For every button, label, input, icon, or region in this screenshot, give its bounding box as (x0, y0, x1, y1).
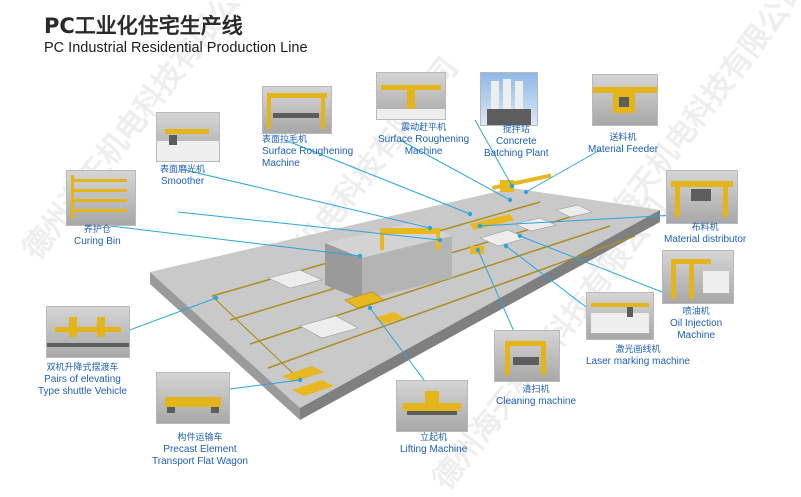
transfer-cart (374, 312, 404, 324)
gantry (380, 228, 440, 234)
curing-bin-building-front (362, 236, 452, 300)
curing-bin-building-left (325, 243, 362, 300)
label-material-distributor: 布料机 Material distributor (664, 223, 747, 245)
cleaning-machine-thumbnail (494, 330, 560, 382)
transport-wagon-thumbnail (156, 372, 230, 424)
pallet (267, 269, 323, 289)
label-material-feeder: 送料机 Material Feeder (588, 133, 659, 155)
material-distributor-thumbnail (666, 170, 738, 224)
production-line-diagram (91, 119, 676, 420)
pallet (299, 315, 359, 339)
smoother-thumbnail (156, 112, 220, 162)
label-vibration-leveler: 震动赶平机 Surface Roughening Machine (378, 123, 470, 157)
surface-roughening-thumbnail (262, 86, 332, 134)
label-lifting-machine: 立起机 Lifting Machine (400, 433, 468, 455)
shuttle-vehicle (292, 380, 334, 396)
label-cleaning-machine: 清扫机 Cleaning machine (496, 385, 577, 407)
label-shuttle-vehicle: 双机升降式摆渡车 Pairs of elevating Type shuttle… (38, 363, 127, 397)
laser-marking-thumbnail (586, 292, 654, 340)
leader-dots (213, 183, 529, 383)
shuttle-vehicle-thumbnail (46, 306, 130, 358)
gantry-leg (380, 228, 384, 250)
label-oil-injection: 喷油机 Oil Injection Machine (670, 307, 723, 341)
label-surface-roughening: 表面拉毛机 Surface Roughening Machine (262, 135, 354, 169)
vibration-leveler-thumbnail (376, 72, 446, 120)
curing-bin-thumbnail (66, 170, 136, 226)
page-title-cn: PC工业化住宅生产线 (44, 14, 243, 38)
label-transport-wagon: 构件运输车 Precast Element Transport Flat Wag… (152, 433, 248, 467)
pallet (555, 204, 593, 218)
material-feeder-thumbnail (592, 74, 658, 126)
floor-front (300, 210, 660, 420)
lifting-machine-body (344, 291, 385, 309)
page-title-en: PC Industrial Residential Production Lin… (44, 40, 308, 56)
label-batching-plant: 搅拌站 Concrete Batching Plant (484, 125, 549, 159)
gantry-leg (436, 228, 440, 250)
label-curing-bin: 养护仓 Curing Bin (74, 225, 121, 247)
label-laser-marking: 激光画线机 Laser marking machine (586, 345, 690, 367)
shuttle-vehicle (282, 366, 324, 382)
factory-floor (150, 188, 660, 408)
rail-track (267, 235, 636, 369)
pallet (514, 217, 557, 232)
rail-track (211, 295, 301, 381)
label-smoother: 表面磨光机 Smoother (160, 165, 206, 187)
lifting-machine-thumbnail (396, 380, 468, 432)
oil-injection-thumbnail (662, 250, 734, 304)
batching-plant-thumbnail (480, 72, 538, 126)
